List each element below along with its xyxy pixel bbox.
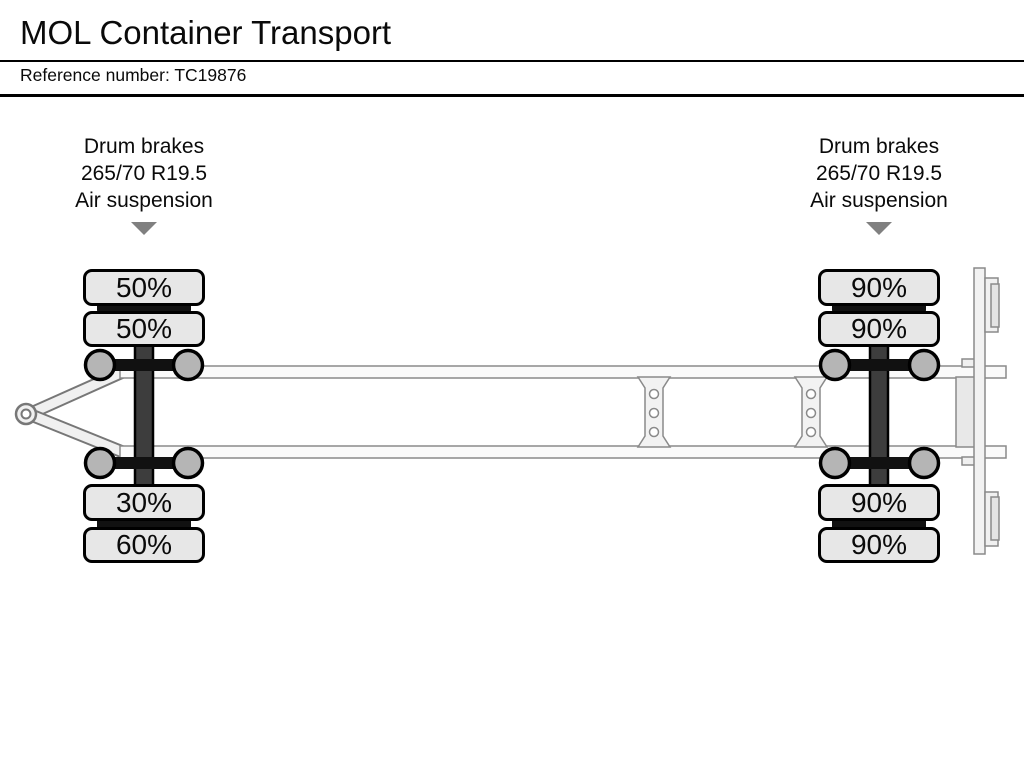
tire-condition-front-bottom-inner: 30% xyxy=(83,484,205,521)
front-tire-size-label: 265/70 R19.5 xyxy=(80,162,208,185)
front-axle-info: Drum brakes 265/70 R19.5 Air suspension xyxy=(24,133,264,214)
top-chassis-rail xyxy=(119,365,1007,379)
rear-axle-wheel xyxy=(818,348,852,382)
rear-tire-size-label: 265/70 R19.5 xyxy=(815,162,943,185)
title-divider xyxy=(0,60,1024,62)
tire-condition-front-bottom-outer: 60% xyxy=(83,527,205,563)
page-title: MOL Container Transport xyxy=(20,14,392,51)
rear-axle-wheel xyxy=(818,446,852,480)
front-axle-wheel xyxy=(171,348,205,382)
cross-member-2 xyxy=(793,376,829,448)
front-brakes-label: Drum brakes xyxy=(83,135,205,158)
rear-axle-pointer-icon xyxy=(866,222,892,235)
front-axle-pointer-icon xyxy=(131,222,157,235)
tire-condition-rear-bottom-outer: 90% xyxy=(818,527,940,563)
tire-condition-rear-bottom-inner: 90% xyxy=(818,484,940,521)
rear-brakes-label: Drum brakes xyxy=(818,135,940,158)
rear-bumper-bar xyxy=(973,267,986,555)
rear-axle-wheel xyxy=(907,348,941,382)
cross-member-1 xyxy=(636,376,672,448)
front-axle-wheel xyxy=(83,446,117,480)
tire-condition-front-top-inner: 50% xyxy=(83,311,205,347)
front-axle-wheel xyxy=(171,446,205,480)
front-axle-wheel xyxy=(83,348,117,382)
drawbar xyxy=(14,364,127,460)
rear-axle-info: Drum brakes 265/70 R19.5 Air suspension xyxy=(759,133,999,214)
tire-condition-rear-top-inner: 90% xyxy=(818,311,940,347)
rear-axle-wheel xyxy=(907,446,941,480)
reference-divider xyxy=(0,94,1024,97)
tire-condition-rear-top-outer: 90% xyxy=(818,269,940,306)
tire-condition-front-top-outer: 50% xyxy=(83,269,205,306)
front-suspension-label: Air suspension xyxy=(75,189,213,212)
rear-underrun-assembly xyxy=(955,267,1000,555)
bottom-chassis-rail xyxy=(119,445,1007,459)
rear-suspension-label: Air suspension xyxy=(810,189,948,212)
reference-number: Reference number: TC19876 xyxy=(20,65,247,85)
rear-axle xyxy=(818,302,941,529)
